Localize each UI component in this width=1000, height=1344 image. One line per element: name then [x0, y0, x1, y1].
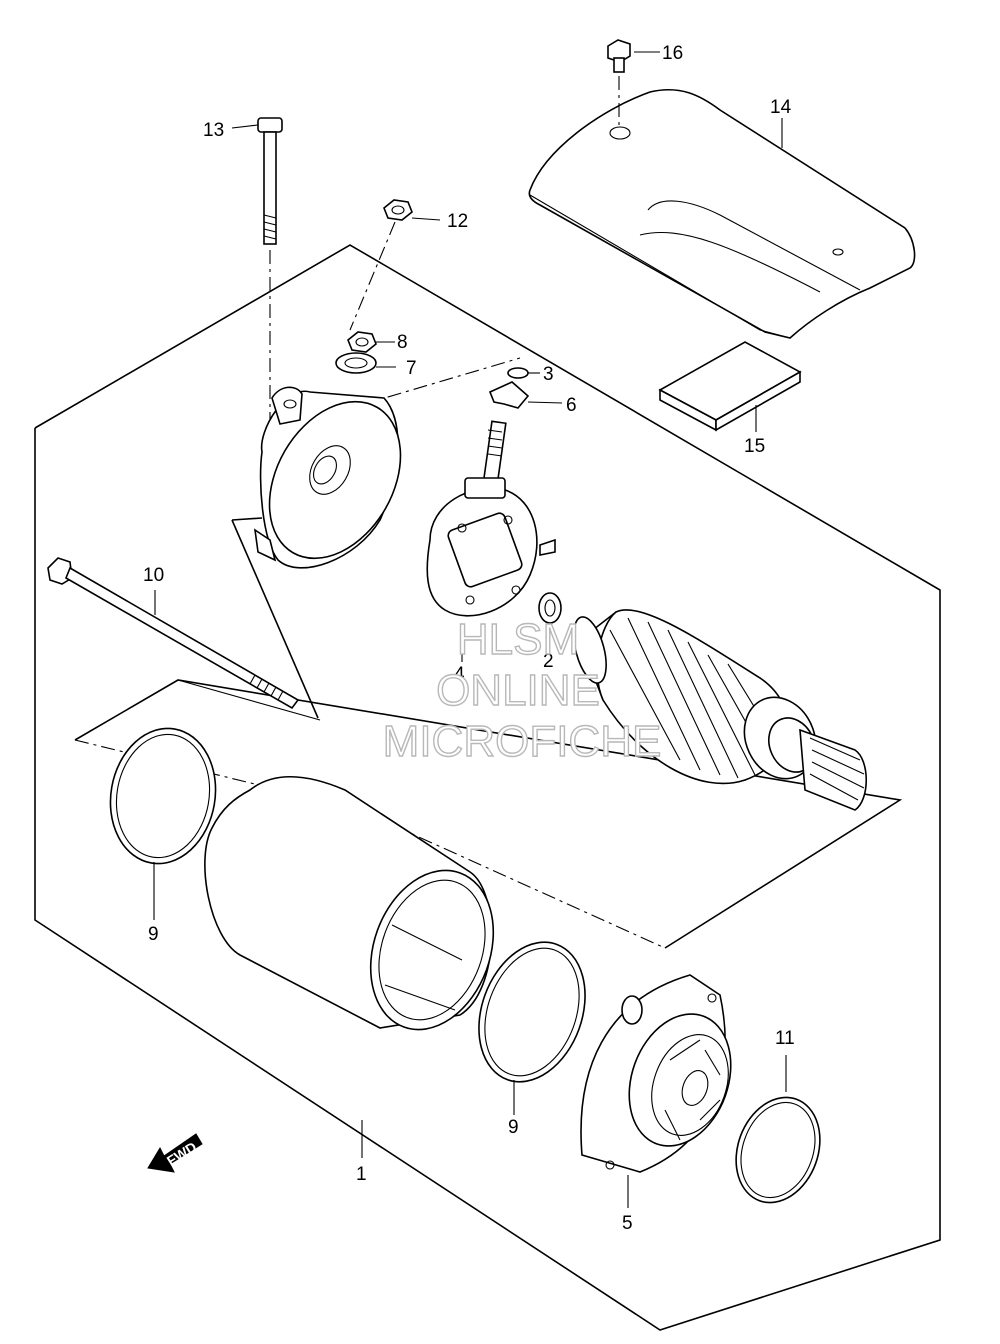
assembly-outline: [34, 244, 941, 1331]
nut-12: [349, 199, 413, 331]
yoke-housing: [204, 776, 495, 1031]
brush-holder-4: [426, 420, 556, 617]
long-bolt-13: [257, 117, 283, 440]
through-bolt-10: [47, 557, 300, 710]
oring-9-left: [109, 727, 217, 865]
label-3: 3: [543, 364, 554, 385]
label-4: 4: [454, 664, 465, 685]
small-oring-3: [507, 367, 529, 379]
label-16: 16: [662, 43, 683, 64]
label-9-right: 9: [508, 1117, 519, 1138]
front-housing-5: [580, 974, 732, 1173]
part-labels: 16 14 13 12 8 7 3 6 15 10 4 2 9 9 11 1 5: [143, 43, 795, 1234]
armature: [573, 609, 867, 811]
oring-11: [735, 1096, 821, 1204]
cover-14: [528, 88, 916, 339]
label-12: 12: [447, 211, 468, 232]
watermark-line-1: HLSM: [457, 615, 579, 664]
rear-housing: [253, 386, 402, 569]
label-2: 2: [543, 651, 554, 672]
leader-lines: [153, 51, 787, 1208]
fwd-arrow: FWD: [147, 1133, 203, 1173]
label-9-left: 9: [148, 924, 159, 945]
label-7: 7: [406, 358, 417, 379]
washer-2: [538, 592, 562, 624]
terminal-plate-6: [488, 381, 530, 409]
label-6: 6: [566, 395, 577, 416]
label-10: 10: [143, 565, 164, 586]
label-14: 14: [770, 97, 792, 118]
label-15: 15: [744, 436, 765, 457]
label-11: 11: [775, 1028, 795, 1049]
label-13: 13: [203, 120, 224, 141]
watermark-line-2: ONLINE: [436, 666, 600, 715]
washer-7: [335, 352, 377, 374]
pad-15: [658, 341, 802, 432]
watermark: HLSM ONLINE MICROFICHE: [382, 614, 662, 766]
oring-9-right: [478, 941, 586, 1083]
bolt-16: [607, 39, 631, 125]
watermark-line-3: MICROFICHE: [383, 717, 662, 766]
label-5: 5: [622, 1213, 633, 1234]
label-1: 1: [356, 1164, 367, 1185]
nut-8: [347, 331, 377, 353]
label-8: 8: [397, 332, 408, 353]
